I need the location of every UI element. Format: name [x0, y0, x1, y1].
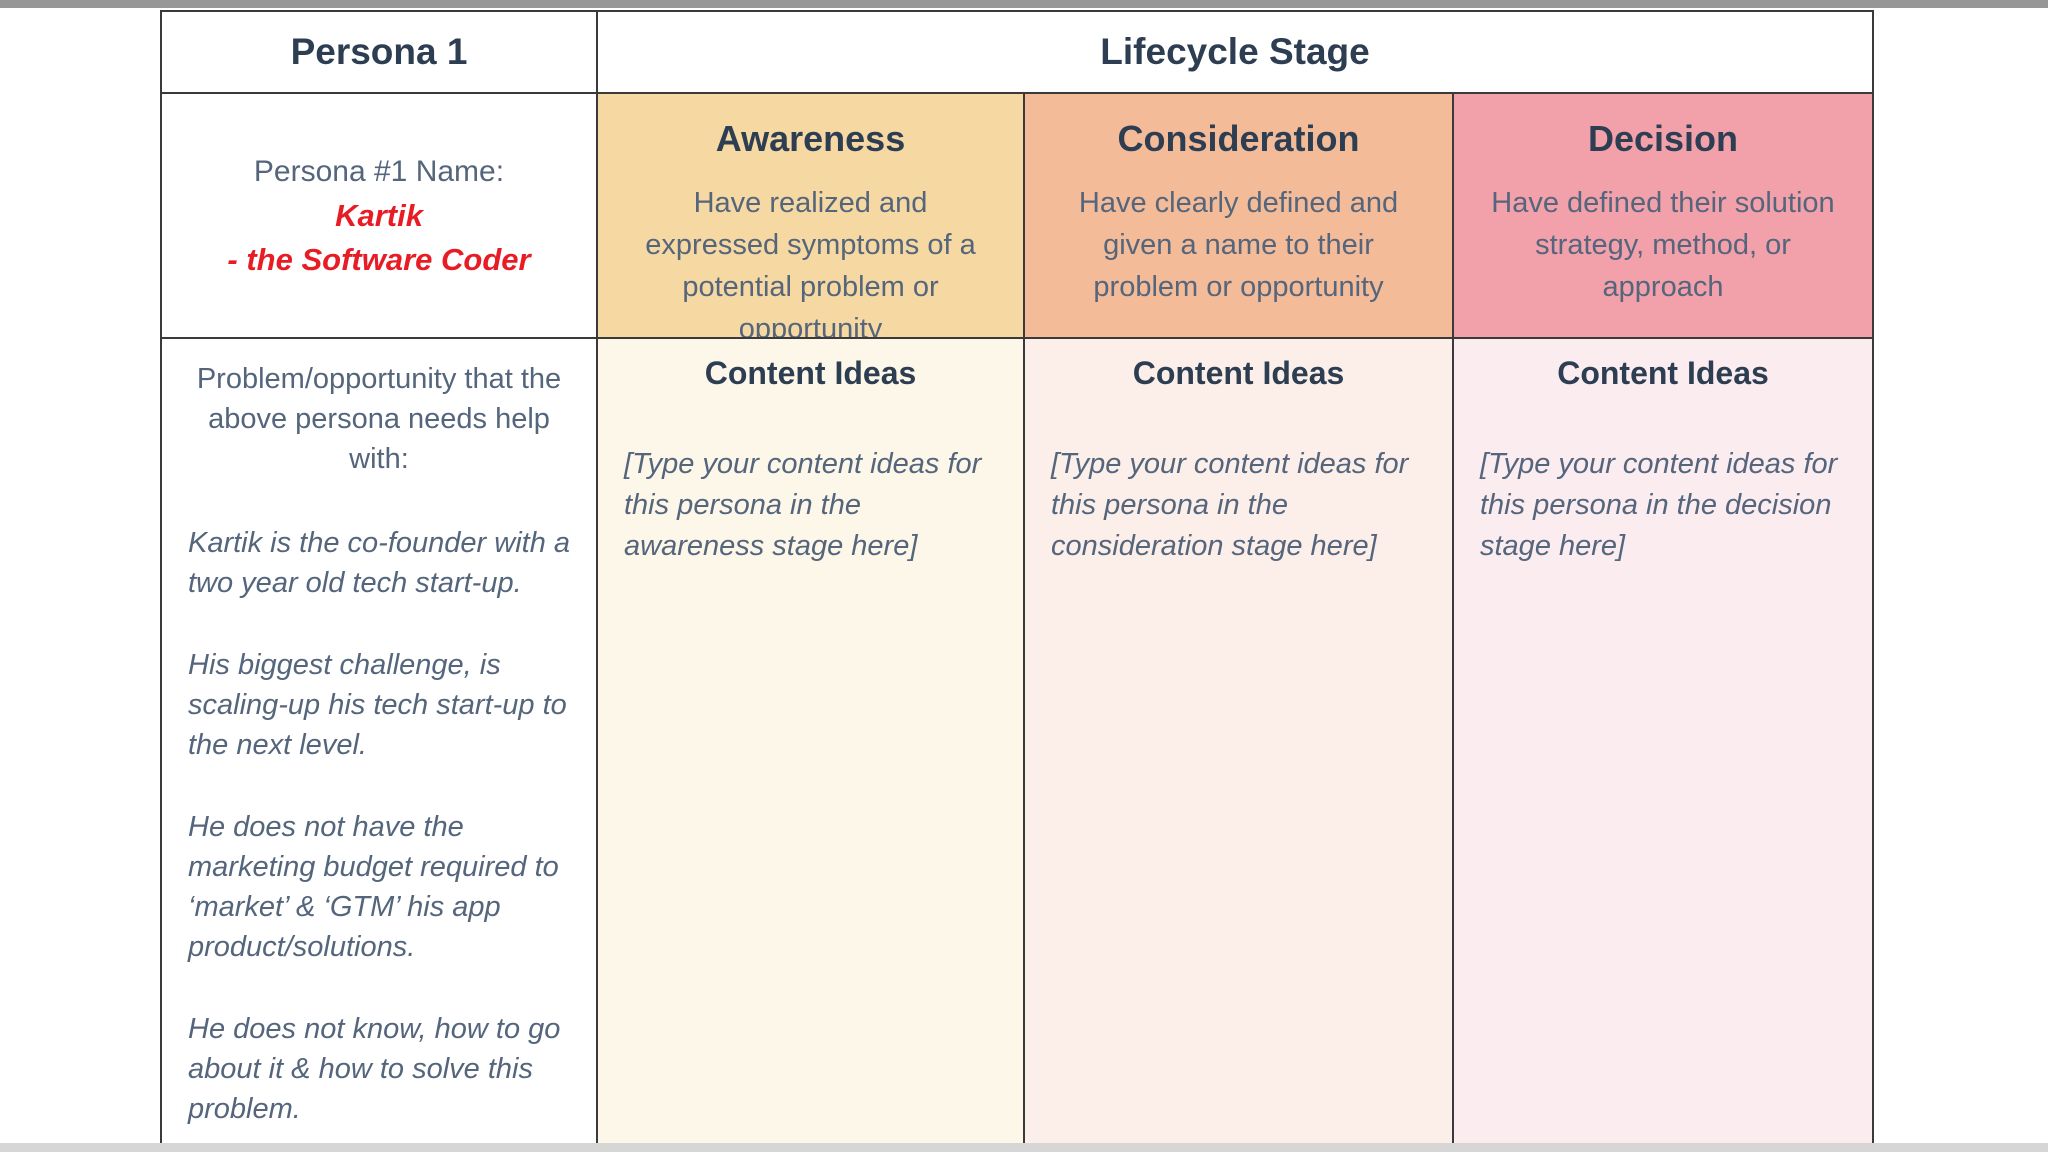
lifecycle-stage-header-label: Lifecycle Stage — [1100, 31, 1370, 72]
persona-name-label: Persona #1 Name: — [253, 154, 505, 188]
persona-problem-cell: Problem/opportunity that the above perso… — [162, 337, 596, 1152]
stage-description-awareness: Have realized and expressed symptoms of … — [645, 187, 976, 337]
problem-paragraph-4: He does not know, how to go about it & h… — [188, 1013, 561, 1125]
stage-description-consideration: Have clearly defined and given a name to… — [1078, 187, 1399, 303]
persona-name-descriptor: - the Software Coder — [227, 241, 531, 277]
stage-title-consideration: Consideration — [1117, 118, 1360, 159]
top-divider — [0, 0, 2048, 8]
problem-label: Problem/opportunity that the above perso… — [196, 363, 562, 475]
problem-paragraph-1: Kartik is the co-founder with a two year… — [188, 527, 571, 599]
content-ideas-placeholder-consideration[interactable]: [Type your content ideas for this person… — [1051, 448, 1409, 562]
stage-header-awareness: Awareness Have realized and expressed sy… — [596, 92, 1023, 337]
content-ideas-cell-awareness: Content Ideas [Type your content ideas f… — [596, 337, 1023, 1152]
content-ideas-placeholder-awareness[interactable]: [Type your content ideas for this person… — [624, 448, 982, 562]
stage-title-decision: Decision — [1587, 118, 1739, 159]
stage-header-consideration: Consideration Have clearly defined and g… — [1023, 92, 1452, 337]
content-ideas-label-consideration: Content Ideas — [1132, 355, 1345, 391]
stage-title-awareness: Awareness — [715, 118, 906, 159]
content-ideas-placeholder-decision[interactable]: [Type your content ideas for this person… — [1480, 448, 1838, 562]
persona-lifecycle-table: Persona 1 Lifecycle Stage Persona #1 Nam… — [160, 10, 1874, 1152]
problem-paragraph-3: He does not have the marketing budget re… — [188, 811, 559, 963]
stage-description-decision: Have defined their solution strategy, me… — [1491, 187, 1835, 303]
content-ideas-cell-decision: Content Ideas [Type your content ideas f… — [1452, 337, 1872, 1152]
persona-column-header-label: Persona 1 — [290, 31, 468, 72]
stage-header-decision: Decision Have defined their solution str… — [1452, 92, 1872, 337]
content-ideas-label-awareness: Content Ideas — [704, 355, 917, 391]
persona-column-header: Persona 1 — [162, 12, 596, 92]
content-ideas-label-decision: Content Ideas — [1557, 355, 1769, 391]
bottom-divider — [0, 1143, 2048, 1152]
lifecycle-stage-header: Lifecycle Stage — [596, 12, 1872, 92]
persona-name-cell: Persona #1 Name: Kartik - the Software C… — [162, 92, 596, 337]
content-ideas-cell-consideration: Content Ideas [Type your content ideas f… — [1023, 337, 1452, 1152]
persona-name-value: Kartik — [335, 197, 423, 233]
problem-paragraph-2: His biggest challenge, is scaling-up his… — [188, 649, 567, 761]
